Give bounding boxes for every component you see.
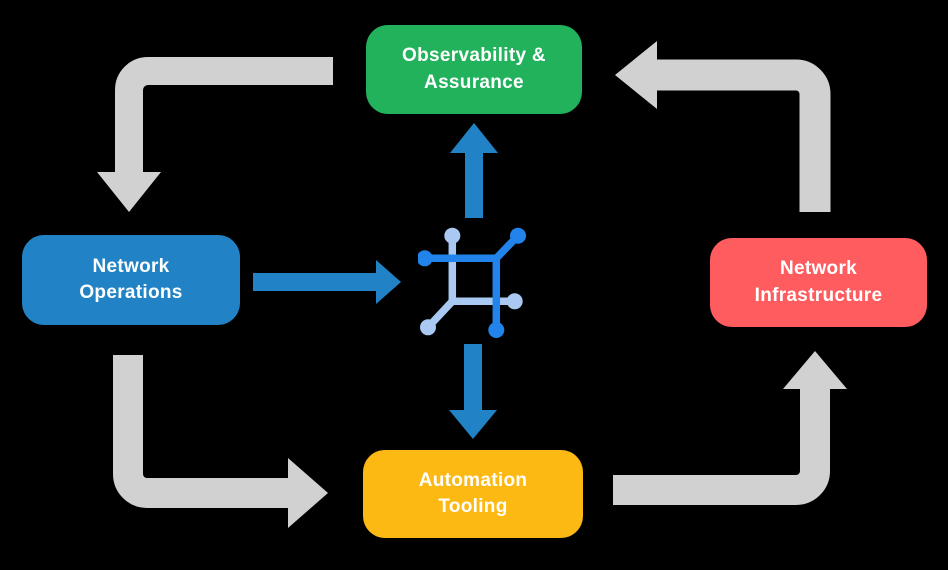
node-network-operations: Network Operations — [22, 235, 240, 325]
network-automation-icon-svg — [416, 227, 526, 338]
node-observability-assurance: Observability & Assurance — [366, 25, 582, 114]
node-label: Network Infrastructure — [754, 258, 883, 306]
flow-arrow-operations-to-center — [253, 260, 401, 304]
cycle-arrow-shaft — [113, 355, 289, 508]
flow-arrow-shaft — [464, 344, 482, 411]
icon-dark-nodes — [416, 227, 526, 338]
node-automation-tooling: Automation Tooling — [363, 450, 583, 538]
cycle-arrowhead-left — [615, 41, 657, 109]
cycle-arrow-shaft — [613, 389, 830, 505]
node-label: Observability & Assurance — [402, 45, 546, 93]
cycle-arrow-infrastructure-to-observability — [615, 41, 831, 212]
node-label: Network Operations — [79, 255, 183, 303]
cycle-arrowhead-up — [783, 351, 847, 389]
flow-arrowhead-up — [450, 123, 498, 153]
cycle-arrow-tooling-to-infrastructure — [613, 351, 847, 505]
flow-arrowhead-right — [376, 260, 401, 304]
cycle-arrow-shaft — [657, 59, 831, 212]
flow-arrow-shaft — [465, 152, 483, 218]
node-network-infrastructure: Network Infrastructure — [710, 238, 927, 327]
icon-light-nodes — [420, 227, 523, 336]
flow-arrowhead-down — [449, 410, 497, 439]
flow-arrow-shaft — [253, 273, 376, 291]
cycle-arrow-operations-to-tooling — [113, 355, 328, 528]
node-label: Automation Tooling — [418, 469, 528, 517]
cycle-arrow-shaft — [115, 57, 333, 173]
network-automation-icon — [416, 226, 532, 343]
cycle-arrowhead-down — [97, 172, 161, 212]
cycle-arrowhead-right — [288, 458, 328, 528]
cycle-arrow-observability-to-operations — [97, 57, 333, 212]
flow-arrow-center-to-observability — [450, 123, 498, 218]
flow-arrow-center-to-tooling — [449, 344, 497, 439]
